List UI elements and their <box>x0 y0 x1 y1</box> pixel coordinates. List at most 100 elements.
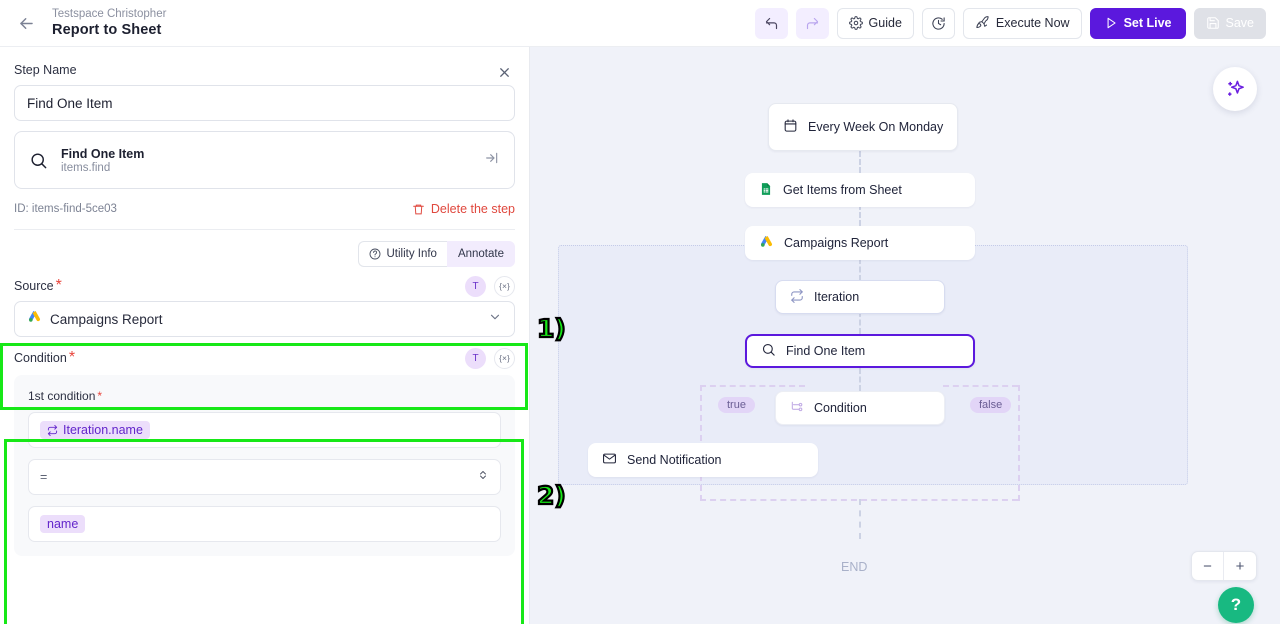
delete-step-label: Delete the step <box>430 202 515 216</box>
condition-left-field[interactable]: Iteration.name <box>28 412 501 448</box>
zoom-out-button[interactable]: − <box>1192 552 1224 580</box>
branch-false-label: false <box>970 397 1012 413</box>
source-variable-mode-icon[interactable]: {×} <box>494 275 515 297</box>
first-condition-required-mark: * <box>97 389 103 403</box>
gear-icon <box>848 16 863 30</box>
condition-left-chip-label: Iteration.name <box>63 423 143 437</box>
node-trigger-schedule[interactable]: Every Week On Monday <box>768 103 959 151</box>
ai-assistant-button[interactable] <box>1213 67 1257 111</box>
page-title: Report to Sheet <box>52 22 162 38</box>
close-icon <box>499 67 509 77</box>
node-condition-label: Condition <box>814 401 867 415</box>
branch-true-label: true <box>718 397 755 413</box>
branch-false-path <box>1018 385 1020 501</box>
loop-icon <box>47 424 58 436</box>
close-panel-button[interactable] <box>493 61 515 83</box>
calendar-icon <box>783 118 798 136</box>
google-ads-icon <box>27 309 42 329</box>
zoom-in-button[interactable]: + <box>1235 557 1245 575</box>
step-id-row: ID: items-find-5ce03 Delete the step <box>14 202 515 230</box>
save-button[interactable]: Save <box>1193 7 1266 39</box>
condition-right-chip[interactable]: name <box>40 515 86 533</box>
action-title: Find One Item <box>61 146 145 161</box>
node-send-notification[interactable]: Send Notification <box>588 443 818 477</box>
undo-button[interactable] <box>754 7 788 39</box>
google-ads-icon <box>759 234 774 252</box>
zoom-controls: − + <box>1191 551 1257 581</box>
chevron-down-icon <box>488 310 502 329</box>
rocket-icon <box>976 15 989 28</box>
history-button[interactable] <box>921 7 955 39</box>
action-subtitle: items.find <box>61 161 111 174</box>
utility-info-label: Utility Info <box>386 248 437 260</box>
edge-find-to-condition <box>859 368 861 391</box>
enter-arrow-icon[interactable] <box>484 150 500 171</box>
condition-text-mode-icon[interactable]: T <box>465 347 486 369</box>
undo-icon <box>765 17 777 29</box>
branch-false-top <box>943 385 1018 387</box>
trash-icon <box>413 204 424 214</box>
end-label: END <box>841 560 868 574</box>
chevron-updown-icon <box>477 468 489 486</box>
guide-label: Guide <box>868 16 902 30</box>
source-required-mark: * <box>55 277 62 294</box>
set-live-label: Set Live <box>1123 16 1172 30</box>
set-live-button[interactable]: Set Live <box>1089 7 1186 39</box>
condition-operator-value: = <box>40 470 48 484</box>
redo-button[interactable] <box>795 7 829 39</box>
condition-variable-mode-icon[interactable]: {×} <box>494 347 515 369</box>
node-campaigns-report[interactable]: Campaigns Report <box>745 226 975 260</box>
branch-bottom-merge <box>700 499 1018 501</box>
source-section: Source * T {×} Campaigns Report <box>0 271 529 337</box>
workspace-name: Testspace Christopher <box>52 8 167 20</box>
execute-now-button[interactable]: Execute Now <box>962 7 1082 39</box>
condition-section: Condition * T {×} 1st condition* Iterat <box>0 343 529 556</box>
help-button[interactable]: ? <box>1218 587 1254 623</box>
branch-true-top <box>700 385 805 387</box>
node-campaigns-label: Campaigns Report <box>784 236 889 250</box>
source-text-mode-icon[interactable]: T <box>465 275 486 297</box>
source-value: Campaigns Report <box>50 311 163 327</box>
annotate-label: Annotate <box>457 248 504 260</box>
node-find-one-item[interactable]: Find One Item <box>745 334 975 368</box>
editor-body: Step Name Find One Item Find One Item it… <box>0 47 1280 624</box>
action-card[interactable]: Find One Item items.find <box>14 131 515 189</box>
node-notification-label: Send Notification <box>627 453 722 467</box>
condition-required-mark: * <box>68 349 76 366</box>
guide-button[interactable]: Guide <box>836 7 914 39</box>
node-iteration[interactable]: Iteration <box>775 280 945 314</box>
step-settings-panel: Step Name Find One Item Find One Item it… <box>0 47 530 624</box>
step-id-text: ID: items-find-5ce03 <box>14 203 117 215</box>
execute-now-label: Execute Now <box>995 16 1070 30</box>
panel-mode-toggle: Utility Info Annotate <box>0 230 529 267</box>
redo-icon <box>806 17 818 29</box>
question-circle-icon <box>370 248 381 260</box>
save-disk-icon <box>1206 17 1219 29</box>
source-select[interactable]: Campaigns Report <box>14 301 515 337</box>
node-trigger-label: Every Week On Monday <box>808 120 944 134</box>
app-header: Testspace Christopher Report to Sheet Gu… <box>0 0 1280 47</box>
condition-header: Condition * T {×} <box>14 343 515 373</box>
step-name-label: Step Name <box>14 63 77 77</box>
condition-operator-select[interactable]: = <box>28 459 501 495</box>
first-condition-card: 1st condition* Iteration.name = <box>14 375 515 556</box>
node-get-items-from-sheet[interactable]: Get Items from Sheet <box>745 173 975 207</box>
flow-canvas[interactable]: true false Every Week On Monday Get Item… <box>530 47 1280 624</box>
source-header: Source * T {×} <box>14 271 515 301</box>
condition-right-field[interactable]: name <box>28 506 501 542</box>
node-condition[interactable]: Condition <box>775 391 945 425</box>
source-label: Source <box>14 279 54 293</box>
utility-info-button[interactable]: Utility Info <box>358 241 447 267</box>
annotate-button[interactable]: Annotate <box>446 241 515 267</box>
step-name-input[interactable]: Find One Item <box>14 85 515 121</box>
play-icon <box>1107 17 1116 29</box>
node-find-label: Find One Item <box>786 344 866 358</box>
edge-campaigns-to-iteration <box>859 258 861 281</box>
delete-step-button[interactable]: Delete the step <box>412 202 515 216</box>
loop-icon <box>790 288 804 306</box>
condition-left-chip[interactable]: Iteration.name <box>40 421 150 439</box>
edge-sheet-to-campaigns <box>859 204 861 226</box>
back-button[interactable] <box>12 9 40 37</box>
breadcrumb: Testspace Christopher Report to Sheet <box>52 7 166 39</box>
